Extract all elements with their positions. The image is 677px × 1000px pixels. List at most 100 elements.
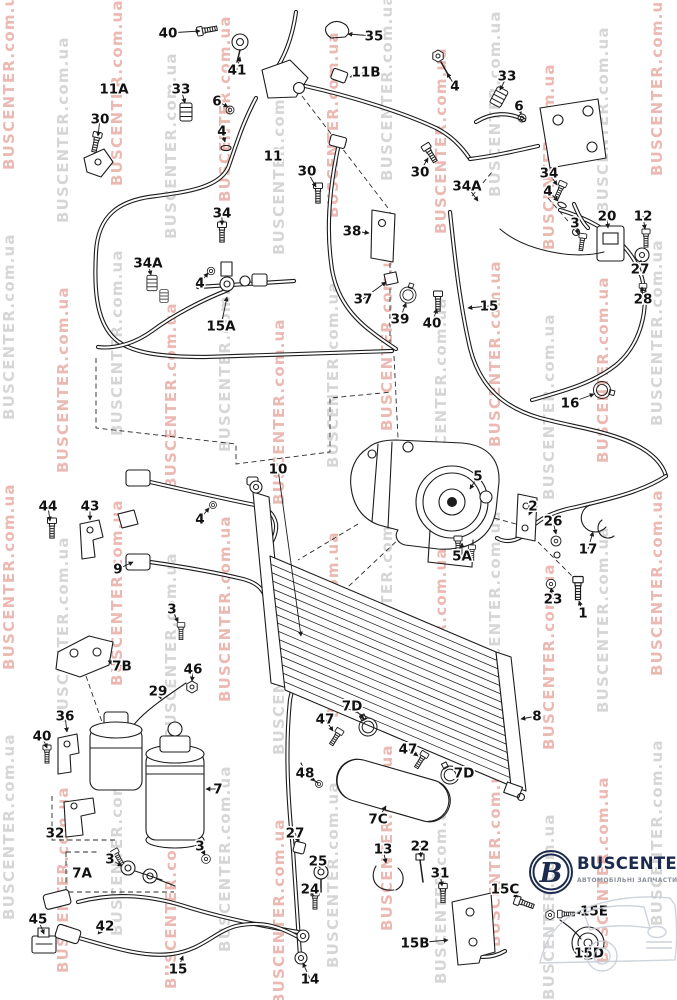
part-callout-6: 6 — [514, 99, 523, 115]
callout-leader-4 — [446, 72, 456, 87]
part-callout-27: 27 — [286, 826, 305, 842]
part-callout-9: 9 — [113, 562, 122, 578]
part-callout-25: 25 — [309, 854, 328, 870]
watermark-text: BUSCENTER.com.ua — [54, 36, 72, 223]
callout-leader-47 — [407, 748, 419, 757]
callout-leader-7D — [351, 705, 365, 720]
brand-tagline: АВТОМОБІЛЬНІ ЗАПЧАСТИНИ — [577, 877, 677, 884]
elbow-11 — [328, 133, 348, 149]
compressor — [350, 439, 500, 568]
part-callout-40: 40 — [159, 26, 178, 42]
part-callout-34: 34 — [213, 206, 232, 222]
part-callout-14: 14 — [301, 972, 320, 988]
part-callout-7D: 7D — [454, 766, 475, 782]
bracket-15b — [451, 892, 496, 966]
callout-leader-22 — [418, 845, 424, 858]
part-callout-7B: 7B — [112, 659, 132, 675]
callout-leader-6 — [517, 105, 523, 115]
bracket-43 — [79, 519, 104, 560]
callout-leader-9 — [117, 561, 134, 570]
bolt-4 — [432, 49, 444, 63]
receiver-drier — [145, 751, 205, 841]
watermark-text: BUSCENTER.com.ua — [432, 47, 450, 234]
watermark-text: BUSCENTER.com.ua — [540, 813, 558, 1000]
bolt-1 — [572, 575, 584, 601]
part-callout-30: 30 — [411, 165, 430, 181]
part-callout-4: 4 — [217, 124, 226, 140]
callout-leader-7C — [377, 805, 387, 820]
watermark-text: BUSCENTER.com.ua — [216, 265, 234, 452]
part-callout-42: 42 — [96, 919, 115, 935]
bracket-7b — [55, 635, 114, 678]
part-callout-34: 34 — [540, 166, 559, 182]
pin-22 — [415, 853, 425, 861]
callout-leader-30 — [306, 170, 317, 188]
callout-leader-3 — [109, 858, 123, 867]
watermark-text: BUSCENTER.com.ua — [594, 776, 612, 963]
part-callout-3: 3 — [105, 852, 114, 868]
part-callout-1: 1 — [578, 606, 587, 622]
callout-leader-4 — [199, 507, 210, 520]
watermark-text: BUSCENTER.com.ua — [540, 563, 558, 750]
oring-4 — [206, 266, 216, 276]
watermark-text: BUSCENTER.com.ua — [432, 297, 450, 484]
watermark-text: BUSCENTER.com.ua — [594, 526, 612, 713]
part-callout-4: 4 — [543, 184, 552, 200]
diagram-art — [31, 12, 666, 966]
watermark-text: BUSCENTER.com.ua — [162, 302, 180, 489]
watermark-text: BUSCENTER.com.ua — [648, 239, 666, 426]
part-callout-40: 40 — [423, 316, 442, 332]
part-callout-12: 12 — [634, 209, 653, 225]
part-callout-5A: 5A — [452, 549, 472, 565]
watermark-text: BUSCENTER.com.ua — [0, 233, 18, 420]
condenser-fins — [270, 564, 511, 778]
callout-leader-39 — [399, 302, 407, 320]
callout-leader-35 — [347, 31, 375, 37]
bracket-36 — [57, 733, 80, 775]
watermark-text: BUSCENTER.com.ua — [324, 281, 342, 468]
callout-leader-8 — [520, 715, 538, 721]
oring-4 — [209, 501, 217, 509]
part-callout-23: 23 — [544, 592, 563, 608]
part-callout-39: 39 — [391, 312, 410, 328]
small-parts — [31, 20, 651, 966]
callout-leader-23 — [549, 587, 555, 600]
part-callout-7C: 7C — [368, 812, 387, 828]
bushing-33 — [179, 102, 193, 122]
part-callout-48: 48 — [296, 766, 315, 782]
bolt-44 — [47, 517, 57, 539]
callout-leader-2 — [528, 505, 534, 516]
callout-leader-27 — [294, 832, 300, 843]
callout-leader-12 — [641, 215, 647, 230]
callout-leader-30 — [96, 118, 101, 137]
watermark-text: BUSCENTER.com.ua — [378, 244, 396, 431]
part-callout-11: 11 — [264, 149, 283, 165]
watermark-text: BUSCENTER.com.ua — [162, 52, 180, 239]
part-callout-3: 3 — [167, 602, 176, 618]
condenser-fin-line — [274, 597, 501, 695]
callout-leader-30 — [419, 157, 429, 173]
callout-leader-16 — [569, 393, 595, 404]
condenser — [246, 476, 527, 802]
plate-38 — [370, 209, 396, 263]
watermark-text: BUSCENTER.com.ua — [324, 781, 342, 968]
part-callout-11B: 11B — [351, 65, 380, 81]
callout-leader-45 — [37, 918, 45, 935]
nut-15e — [545, 909, 555, 921]
part-callout-15: 15 — [480, 299, 499, 315]
muffler-7c — [336, 758, 451, 823]
part-callout-47: 47 — [399, 742, 418, 758]
hose-10-fitting — [125, 469, 151, 487]
callout-leader-3 — [171, 608, 179, 623]
condenser-fin-line — [281, 656, 508, 753]
hose-9-fitting — [125, 553, 151, 571]
condenser-fin-line — [282, 664, 509, 762]
callout-leader-3 — [574, 222, 580, 235]
watermark-text: BUSCENTER.com.ua — [378, 0, 396, 181]
watermark-text: BUSCENTER.com.ua — [108, 0, 126, 186]
part-callout-43: 43 — [81, 499, 100, 515]
callout-leader-20 — [605, 215, 611, 229]
fitting-11b — [330, 67, 349, 84]
part-callout-41: 41 — [228, 63, 247, 79]
